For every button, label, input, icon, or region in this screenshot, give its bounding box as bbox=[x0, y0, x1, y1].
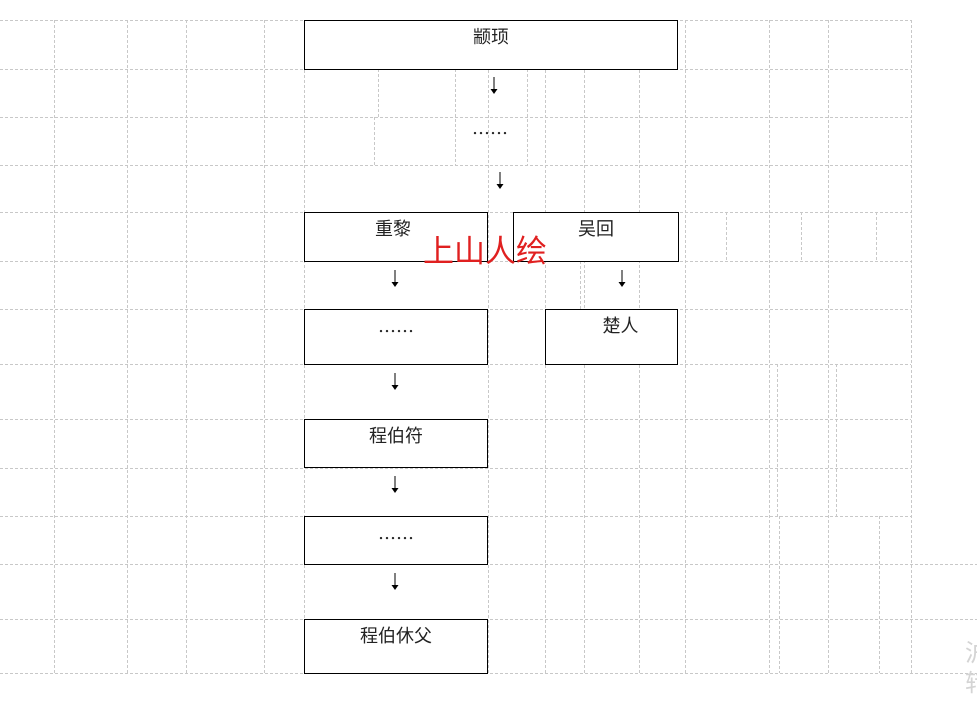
arrow-down-icon bbox=[391, 373, 399, 390]
corner-mark-top: 沪 bbox=[965, 638, 977, 668]
node-ellipsis-top: …… bbox=[472, 118, 508, 139]
node-ellipsis-low: …… bbox=[304, 516, 488, 565]
arrow-down-icon bbox=[496, 172, 504, 189]
node-chengboxiufu: 程伯休父 bbox=[304, 619, 488, 674]
node-wuhui: 吴回 bbox=[513, 212, 679, 262]
corner-mark-bottom: 转 bbox=[965, 668, 977, 698]
arrow-down-icon bbox=[391, 270, 399, 287]
arrow-down-icon bbox=[490, 77, 498, 94]
node-churen: 楚人 bbox=[545, 309, 678, 365]
node-zhuanxu: 颛顼 bbox=[304, 20, 678, 70]
node-chengbofu: 程伯符 bbox=[304, 419, 488, 468]
node-chongli: 重黎 bbox=[304, 212, 488, 262]
arrow-down-icon bbox=[391, 476, 399, 493]
arrow-down-icon bbox=[391, 573, 399, 590]
watermark: 上山人绘 bbox=[423, 234, 547, 270]
arrow-down-icon bbox=[618, 270, 626, 287]
node-ellipsis-mid: …… bbox=[304, 309, 488, 365]
